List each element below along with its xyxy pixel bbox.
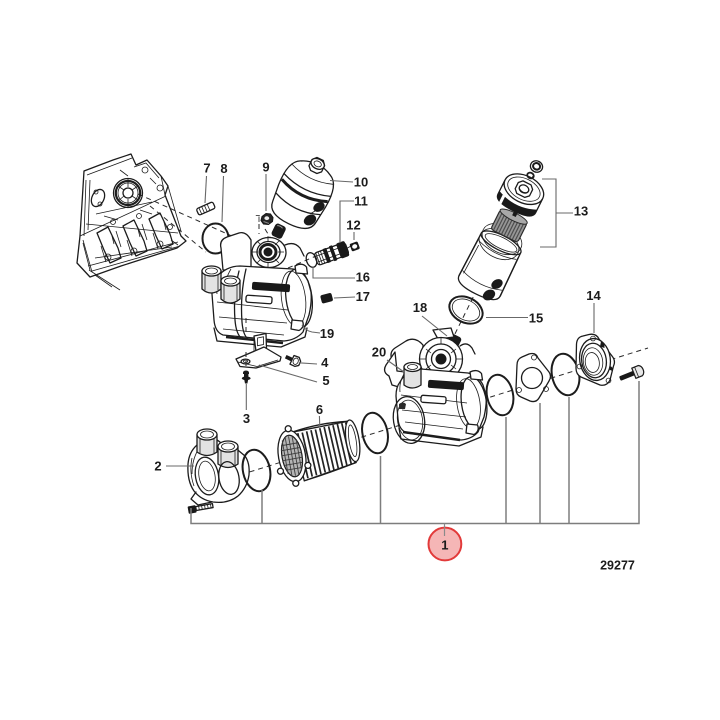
svg-text:20: 20	[372, 345, 386, 360]
svg-text:11: 11	[354, 194, 368, 209]
svg-text:1: 1	[441, 538, 448, 553]
svg-text:17: 17	[356, 289, 370, 304]
svg-text:29277: 29277	[600, 559, 635, 573]
svg-text:9: 9	[262, 160, 269, 175]
svg-text:19: 19	[320, 326, 334, 341]
svg-text:8: 8	[220, 161, 227, 176]
svg-text:6: 6	[316, 402, 323, 417]
svg-text:16: 16	[356, 270, 370, 285]
svg-text:4: 4	[321, 355, 329, 370]
svg-text:12: 12	[346, 218, 360, 233]
svg-text:18: 18	[413, 300, 427, 315]
svg-text:14: 14	[586, 288, 601, 303]
svg-text:2: 2	[154, 459, 161, 474]
svg-text:7: 7	[203, 161, 210, 176]
svg-text:3: 3	[243, 411, 250, 426]
svg-text:13: 13	[574, 204, 588, 219]
svg-text:15: 15	[529, 311, 543, 326]
svg-text:5: 5	[322, 373, 329, 388]
svg-text:10: 10	[354, 175, 368, 190]
